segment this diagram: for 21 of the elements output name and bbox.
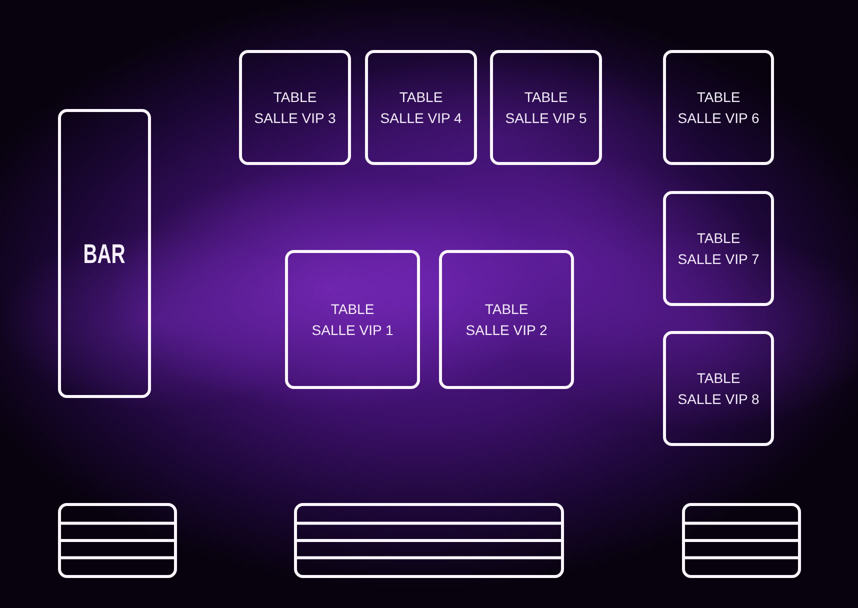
table-box bbox=[663, 331, 774, 446]
table-box bbox=[490, 50, 602, 165]
table-box bbox=[365, 50, 477, 165]
table-box bbox=[285, 250, 420, 389]
table-label: TABLE SALLE VIP 1 bbox=[310, 300, 394, 340]
bar-label: BAR bbox=[83, 240, 126, 268]
bar-counter bbox=[58, 109, 151, 398]
bench-shape bbox=[58, 503, 177, 578]
table-label: TABLE SALLE VIP 5 bbox=[504, 88, 588, 128]
table-label: TABLE SALLE VIP 2 bbox=[464, 300, 548, 340]
table-box bbox=[663, 191, 774, 306]
table-box bbox=[663, 50, 774, 165]
table-label: TABLE SALLE VIP 7 bbox=[676, 228, 760, 268]
table-label: TABLE SALLE VIP 8 bbox=[676, 368, 760, 408]
bench-shape bbox=[294, 503, 564, 578]
table-box bbox=[439, 250, 574, 389]
table-label: TABLE SALLE VIP 3 bbox=[253, 88, 337, 128]
table-box bbox=[239, 50, 351, 165]
table-label: TABLE SALLE VIP 6 bbox=[676, 88, 760, 128]
table-label: TABLE SALLE VIP 4 bbox=[379, 88, 463, 128]
bench-shape bbox=[682, 503, 801, 578]
